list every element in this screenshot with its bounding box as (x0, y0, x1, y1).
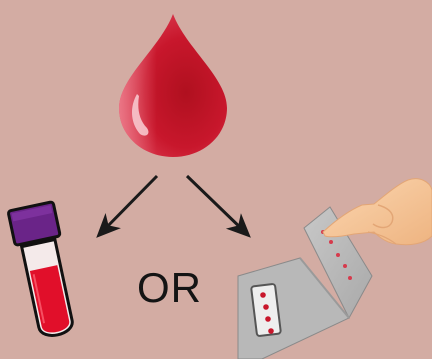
blood-collection-tube-icon (8, 202, 80, 340)
blood-drop-icon (119, 14, 227, 157)
arrow-right-icon (187, 176, 247, 234)
pointing-hand-icon (323, 179, 432, 245)
or-label: OR (137, 264, 202, 312)
arrow-left-icon (100, 176, 157, 234)
